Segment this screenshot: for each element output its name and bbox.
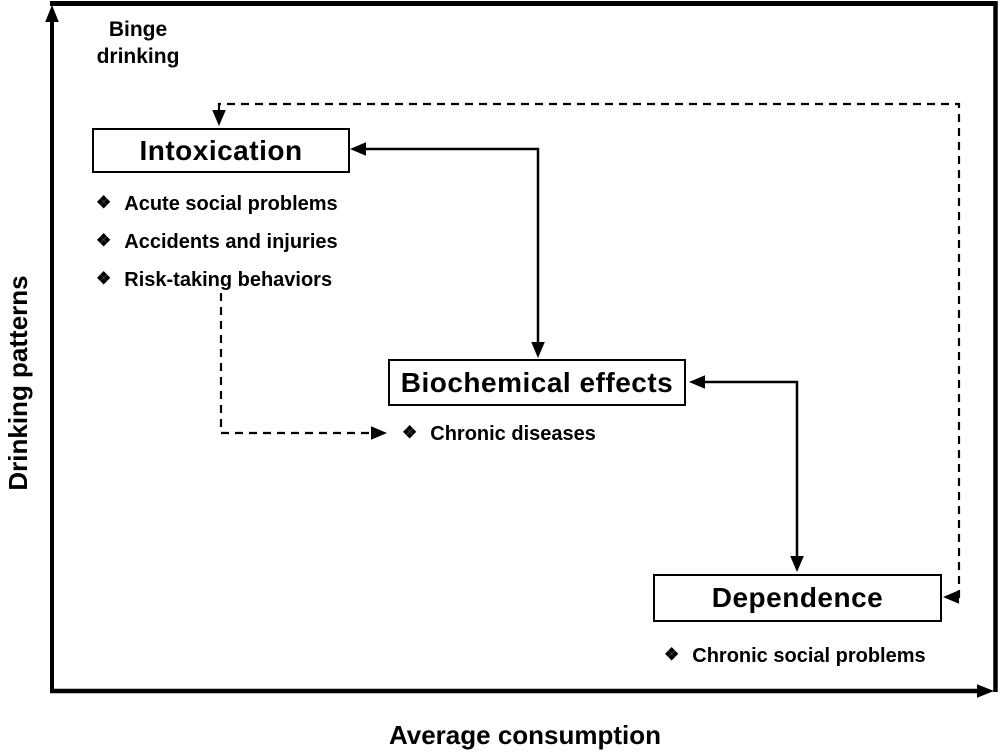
y-axis <box>45 5 59 691</box>
bullet-risk-taking-behaviors: ❖ Risk-taking behaviors <box>96 268 332 292</box>
connector-line <box>365 147 540 344</box>
diamond-bullet-icon: ❖ <box>402 423 418 442</box>
x-axis-arrow-right-icon <box>977 684 994 698</box>
node-dependence-label: Dependence <box>711 582 884 613</box>
diamond-bullet-icon: ❖ <box>96 269 112 288</box>
y-axis-label: Drinking patterns <box>3 275 33 491</box>
bullet-acute-social-problems: ❖ Acute social problems <box>96 192 338 216</box>
bullet-chronic-diseases: ❖ Chronic diseases <box>402 422 596 446</box>
bullet-accidents-and-injuries: ❖ Accidents and injuries <box>96 230 338 254</box>
arrow-left-icon <box>689 375 705 389</box>
arrow-left-icon <box>943 590 959 604</box>
dashed-connector-risk-chronic-diseases <box>219 293 387 440</box>
bullet-label: Chronic diseases <box>430 423 596 445</box>
connector-line <box>704 380 799 558</box>
dashed-line <box>217 102 961 599</box>
bullet-label: Acute social problems <box>124 193 338 215</box>
diamond-bullet-icon: ❖ <box>96 193 112 212</box>
binge-drinking-annotation: Binge drinking <box>96 18 180 68</box>
node-intoxication: Intoxication <box>92 128 350 173</box>
node-biochemical-effects: Biochemical effects <box>388 359 686 406</box>
connector-dependence-biochemical <box>689 375 804 572</box>
arrow-right-icon <box>371 426 387 440</box>
connector-biochemical-intoxication <box>350 142 545 358</box>
dashed-line <box>219 293 371 435</box>
node-intoxication-label: Intoxication <box>139 134 303 166</box>
diamond-bullet-icon: ❖ <box>96 231 112 250</box>
bullet-label: Accidents and injuries <box>124 231 338 253</box>
diamond-bullet-icon: ❖ <box>664 645 680 664</box>
x-axis-label: Average consumption <box>388 720 662 750</box>
bullet-label: Chronic social problems <box>692 645 926 667</box>
y-axis-arrow-up-icon <box>45 5 59 22</box>
dashed-connector-intoxication-dependence <box>212 102 961 604</box>
arrow-down-icon <box>531 342 545 358</box>
arrow-down-icon <box>790 556 804 572</box>
bullet-label: Risk-taking behaviors <box>124 269 333 291</box>
plot-frame <box>50 1 998 692</box>
arrow-left-icon <box>350 142 366 156</box>
x-axis <box>50 684 994 698</box>
bullet-chronic-social-problems: ❖ Chronic social problems <box>664 644 926 668</box>
node-dependence: Dependence <box>653 574 942 622</box>
node-biochemical-effects-label: Biochemical effects <box>400 366 674 398</box>
arrow-down-icon <box>212 110 226 126</box>
